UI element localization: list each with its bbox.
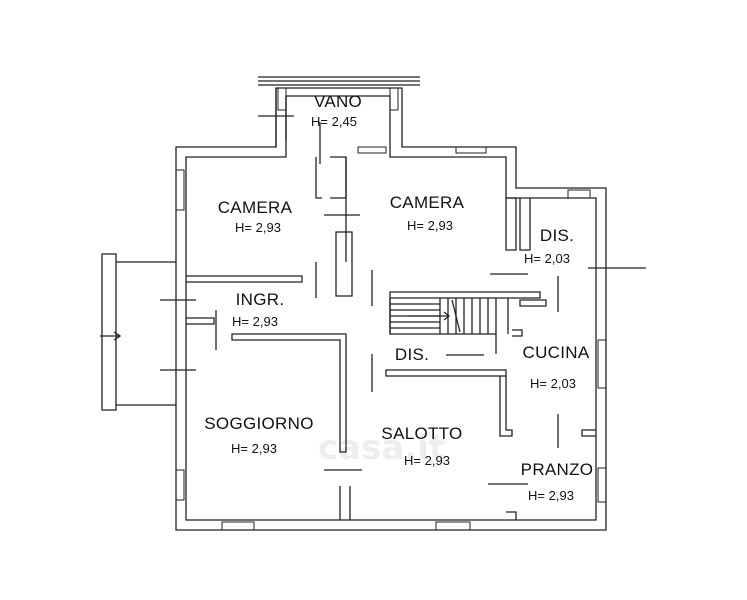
interior-walls [186,156,596,520]
room-height-dis-upper: H= 2,03 [524,251,570,266]
room-height-ingr: H= 2,93 [232,314,278,329]
staircase [389,298,496,335]
room-name-ingr: INGR. [235,290,285,309]
windows [175,87,607,531]
watermark: casa.it [318,428,446,468]
room-height-soggiorno: H= 2,93 [231,441,277,456]
room-height-camera-right: H= 2,93 [407,218,453,233]
door-marks [215,115,646,485]
room-name-salotto: SALOTTO [381,424,463,443]
room-name-soggiorno: SOGGIORNO [204,414,314,433]
room-height-pranzo: H= 2,93 [528,488,574,503]
room-height-camera-left: H= 2,93 [235,220,281,235]
room-height-vano: H= 2,45 [311,114,357,129]
balcony [100,253,196,411]
room-height-cucina: H= 2,03 [530,376,576,391]
roof-lines [258,76,420,86]
room-name-pranzo: PRANZO [520,460,594,479]
room-name-vano: VANO [313,92,363,111]
room-height-salotto: H= 2,93 [404,453,450,468]
room-name-cucina: CUCINA [522,343,590,362]
room-name-dis-lower: DIS. [394,345,430,364]
room-name-camera-right: CAMERA [389,193,465,212]
room-name-camera-left: CAMERA [217,198,293,217]
room-name-dis-upper: DIS. [539,226,575,245]
